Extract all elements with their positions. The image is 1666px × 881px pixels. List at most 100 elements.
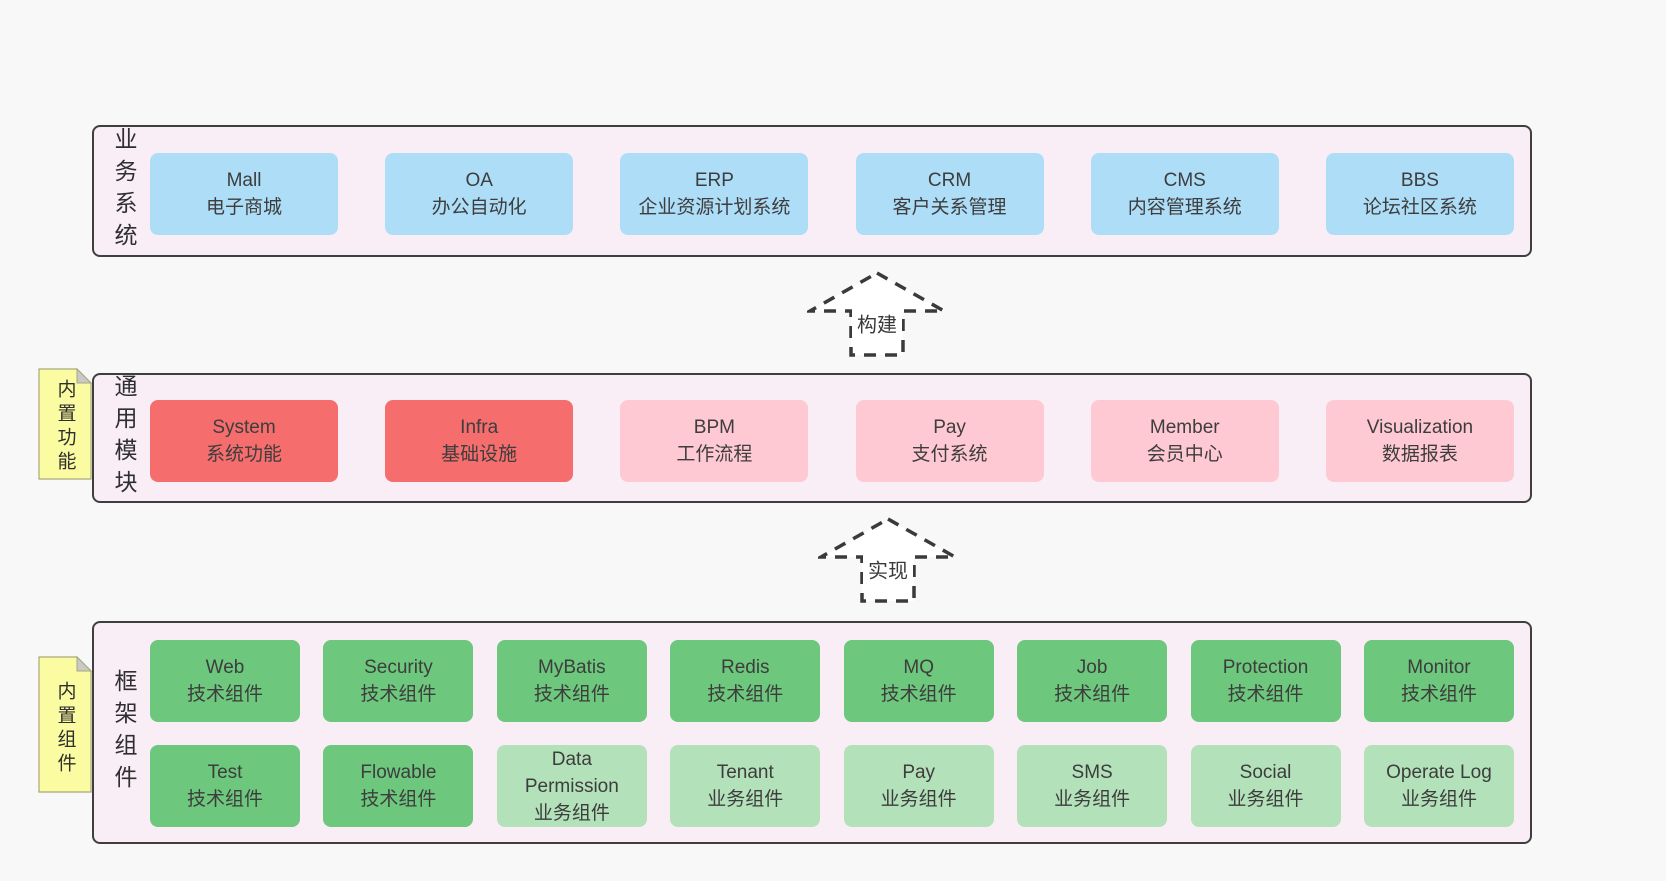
node-subtitle: 系统功能 — [205, 444, 282, 465]
node-title: Protection — [1222, 657, 1309, 678]
node-subtitle: 技术组件 — [360, 789, 437, 810]
arrow-build-label: 构建 — [852, 306, 902, 340]
node-title: Redis — [720, 657, 770, 678]
node-subtitle: 内容管理系统 — [1127, 197, 1242, 218]
sticky-note-text: 内置功能 — [54, 379, 76, 476]
node-mall: Mall 电子商城 — [150, 153, 338, 235]
section-common-modules: 通用模块 System 系统功能 Infra 基础设施 BPM 工作流程 Pay… — [92, 373, 1532, 503]
node-subtitle: 工作流程 — [676, 444, 753, 465]
node-visualization: Visualization 数据报表 — [1325, 400, 1514, 482]
node-subtitle: 支付系统 — [911, 444, 988, 465]
node-web: Web 技术组件 — [150, 640, 300, 722]
node-title: Pay — [902, 762, 936, 783]
node-title: Social — [1239, 762, 1292, 783]
node-system: System 系统功能 — [150, 400, 338, 482]
node-monitor: Monitor 技术组件 — [1363, 640, 1514, 722]
node-title: SMS — [1071, 762, 1113, 783]
node-title: OA — [465, 170, 493, 191]
arrow-build: 构建 — [807, 270, 947, 358]
section-label-components: 框架组件 — [111, 668, 137, 797]
business-row: Mall 电子商城 OA 办公自动化 ERP 企业资源计划系统 CRM 客户关系… — [150, 153, 1514, 235]
node-subtitle: 会员中心 — [1146, 444, 1223, 465]
node-subtitle: 技术组件 — [186, 684, 263, 705]
node-title: Infra — [460, 417, 499, 438]
node-pay-module: Pay 支付系统 — [855, 400, 1044, 482]
section-business-systems: 业务系统 Mall 电子商城 OA 办公自动化 ERP 企业资源计划系统 CRM… — [92, 125, 1532, 257]
components-row-1: Web 技术组件 Security 技术组件 MyBatis 技术组件 Redi… — [150, 640, 1514, 722]
node-subtitle: 客户关系管理 — [892, 197, 1007, 218]
node-subtitle: 技术组件 — [880, 684, 957, 705]
node-title: Monitor — [1407, 657, 1471, 678]
arrow-implement-label: 实现 — [863, 552, 913, 586]
node-title: Pay — [933, 417, 966, 438]
node-social: Social 业务组件 — [1190, 745, 1341, 827]
node-pay-component: Pay 业务组件 — [843, 745, 994, 827]
sticky-note-icon — [38, 656, 92, 793]
node-infra: Infra 基础设施 — [385, 400, 574, 482]
node-subtitle: 业务组件 — [707, 789, 784, 810]
node-tenant: Tenant 业务组件 — [670, 745, 821, 827]
node-subtitle: 数据报表 — [1381, 444, 1458, 465]
node-cms: CMS 内容管理系统 — [1090, 153, 1279, 235]
node-subtitle: 基础设施 — [441, 444, 518, 465]
node-protection: Protection 技术组件 — [1190, 640, 1341, 722]
node-subtitle: 业务组件 — [1054, 789, 1131, 810]
arrow-implement: 实现 — [818, 516, 958, 604]
node-subtitle: 技术组件 — [1400, 684, 1477, 705]
node-flowable: Flowable 技术组件 — [323, 745, 474, 827]
node-title: BPM — [693, 417, 735, 438]
node-title: Visualization — [1366, 417, 1474, 438]
node-subtitle: 技术组件 — [533, 684, 610, 705]
node-title: System — [212, 417, 276, 438]
node-subtitle: 技术组件 — [1054, 684, 1131, 705]
node-bpm: BPM 工作流程 — [620, 400, 809, 482]
node-title: Mall — [226, 170, 262, 191]
node-subtitle: 技术组件 — [1227, 684, 1304, 705]
node-title: Flowable — [360, 762, 437, 783]
node-subtitle: 业务组件 — [1227, 789, 1304, 810]
node-title: Security — [364, 657, 433, 678]
section-label-business: 业务系统 — [111, 127, 137, 255]
section-framework-components: 框架组件 Web 技术组件 Security 技术组件 MyBatis 技术组件… — [92, 621, 1532, 844]
node-title: ERP — [694, 170, 734, 191]
node-job: Job 技术组件 — [1017, 640, 1168, 722]
node-title: CMS — [1163, 170, 1206, 191]
node-subtitle: 业务组件 — [880, 789, 957, 810]
node-test: Test 技术组件 — [150, 745, 300, 827]
node-subtitle: 企业资源计划系统 — [638, 197, 791, 218]
node-title: Job — [1076, 657, 1108, 678]
node-subtitle: 论坛社区系统 — [1362, 197, 1477, 218]
node-security: Security 技术组件 — [323, 640, 474, 722]
node-title: Web — [205, 657, 245, 678]
node-redis: Redis 技术组件 — [670, 640, 821, 722]
node-oa: OA 办公自动化 — [385, 153, 574, 235]
node-bbs: BBS 论坛社区系统 — [1325, 153, 1514, 235]
node-subtitle: 技术组件 — [360, 684, 437, 705]
node-mybatis: MyBatis 技术组件 — [496, 640, 647, 722]
node-subtitle: 技术组件 — [186, 789, 263, 810]
sticky-note-builtin-features: 内置功能 — [38, 368, 92, 480]
node-sms: SMS 业务组件 — [1017, 745, 1168, 827]
node-subtitle: 业务组件 — [533, 802, 610, 824]
node-title: Operate Log — [1386, 762, 1492, 783]
node-title: Test — [207, 762, 243, 783]
node-title: MQ — [903, 657, 934, 678]
section-label-modules: 通用模块 — [111, 374, 137, 502]
components-row-2: Test 技术组件 Flowable 技术组件 Data Permission … — [150, 745, 1514, 827]
sticky-note-icon — [38, 368, 92, 480]
node-title: Tenant — [716, 762, 774, 783]
sticky-note-builtin-components: 内置组件 — [38, 656, 92, 793]
modules-row: System 系统功能 Infra 基础设施 BPM 工作流程 Pay 支付系统… — [150, 400, 1514, 482]
node-operate-log: Operate Log 业务组件 — [1363, 745, 1514, 827]
node-crm: CRM 客户关系管理 — [855, 153, 1044, 235]
node-data-permission: Data Permission 业务组件 — [496, 745, 647, 827]
node-title: MyBatis — [538, 657, 606, 678]
node-mq: MQ 技术组件 — [843, 640, 994, 722]
node-title: CRM — [927, 170, 972, 191]
node-subtitle: 电子商城 — [205, 197, 282, 218]
node-subtitle: 办公自动化 — [431, 197, 527, 218]
node-title: Data Permission — [524, 748, 619, 797]
node-title: Member — [1149, 417, 1220, 438]
node-subtitle: 技术组件 — [707, 684, 784, 705]
